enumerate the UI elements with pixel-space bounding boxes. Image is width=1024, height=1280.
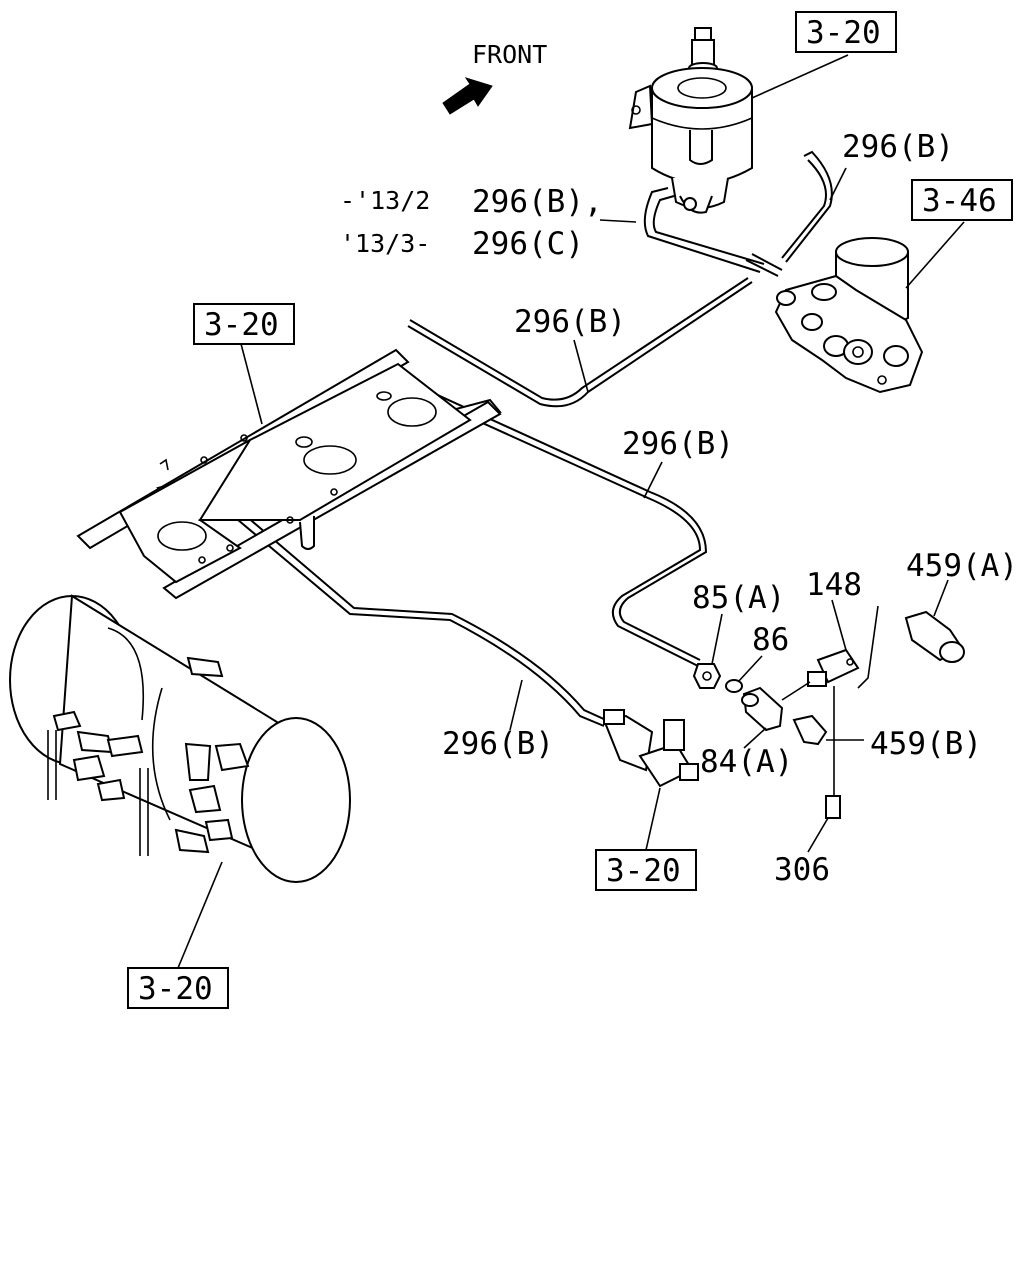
ref-box-frame[interactable] bbox=[193, 303, 295, 345]
note-line1-part: 296(B), bbox=[472, 184, 603, 220]
frame-crossmember bbox=[76, 348, 502, 600]
pipes bbox=[199, 150, 833, 727]
ref-frame: 3-20 bbox=[204, 307, 279, 343]
label-84a: 84(A) bbox=[700, 744, 793, 780]
ref-box-air-dryer[interactable] bbox=[911, 179, 1013, 221]
ref-box-valve[interactable] bbox=[595, 849, 697, 891]
label-85a: 85(A) bbox=[692, 580, 785, 616]
nut-85a bbox=[692, 663, 722, 689]
front-label: FRONT bbox=[472, 40, 547, 69]
label-306: 306 bbox=[774, 852, 830, 888]
air-dryer bbox=[774, 237, 924, 394]
sensor-459a bbox=[904, 610, 965, 663]
ref-air-dryer: 3-46 bbox=[922, 183, 997, 219]
sensor-459b bbox=[792, 714, 828, 746]
label-86: 86 bbox=[752, 622, 789, 658]
ref-valve: 3-20 bbox=[606, 853, 681, 889]
plug-306 bbox=[825, 795, 841, 819]
label-459b: 459(B) bbox=[870, 726, 982, 762]
ref-box-tank[interactable] bbox=[127, 967, 229, 1009]
label-296b-top: 296(B) bbox=[842, 129, 954, 165]
tee-fitting-148 bbox=[807, 648, 860, 687]
top-cylinder bbox=[628, 27, 753, 214]
note-line1-date: -'13/2 bbox=[340, 186, 430, 215]
washer-86 bbox=[725, 679, 743, 693]
ref-tank: 3-20 bbox=[138, 971, 213, 1007]
ref-top-cylinder: 3-20 bbox=[806, 15, 881, 51]
front-arrow-icon bbox=[442, 77, 493, 115]
ref-box-top-cylinder[interactable] bbox=[795, 11, 897, 53]
label-459a: 459(A) bbox=[906, 548, 1018, 584]
label-296b-mid: 296(B) bbox=[514, 304, 626, 340]
label-296b-right: 296(B) bbox=[622, 426, 734, 462]
air-tank bbox=[9, 594, 351, 883]
note-line2-date: '13/3- bbox=[340, 229, 430, 258]
leader-lines bbox=[509, 167, 949, 853]
note-line2-part: 296(C) bbox=[472, 226, 584, 262]
label-296b-low: 296(B) bbox=[442, 726, 554, 762]
label-148: 148 bbox=[806, 567, 862, 603]
connector-84a bbox=[741, 686, 784, 732]
valve bbox=[602, 709, 699, 788]
